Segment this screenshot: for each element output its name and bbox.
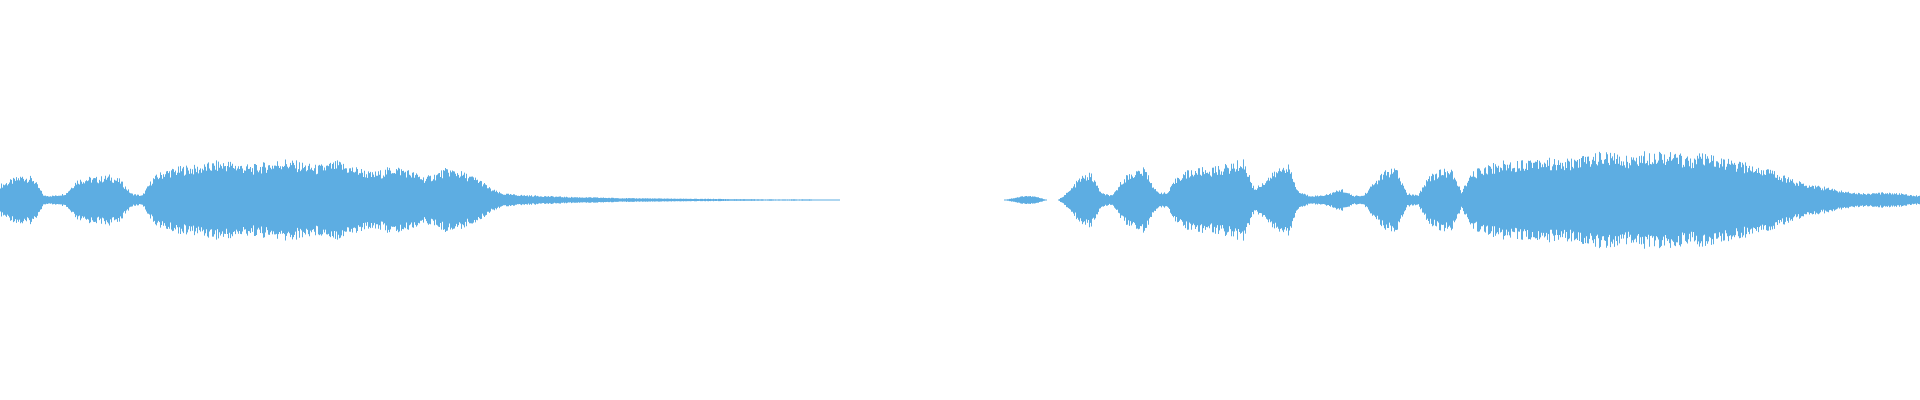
waveform-bars bbox=[0, 151, 1920, 249]
